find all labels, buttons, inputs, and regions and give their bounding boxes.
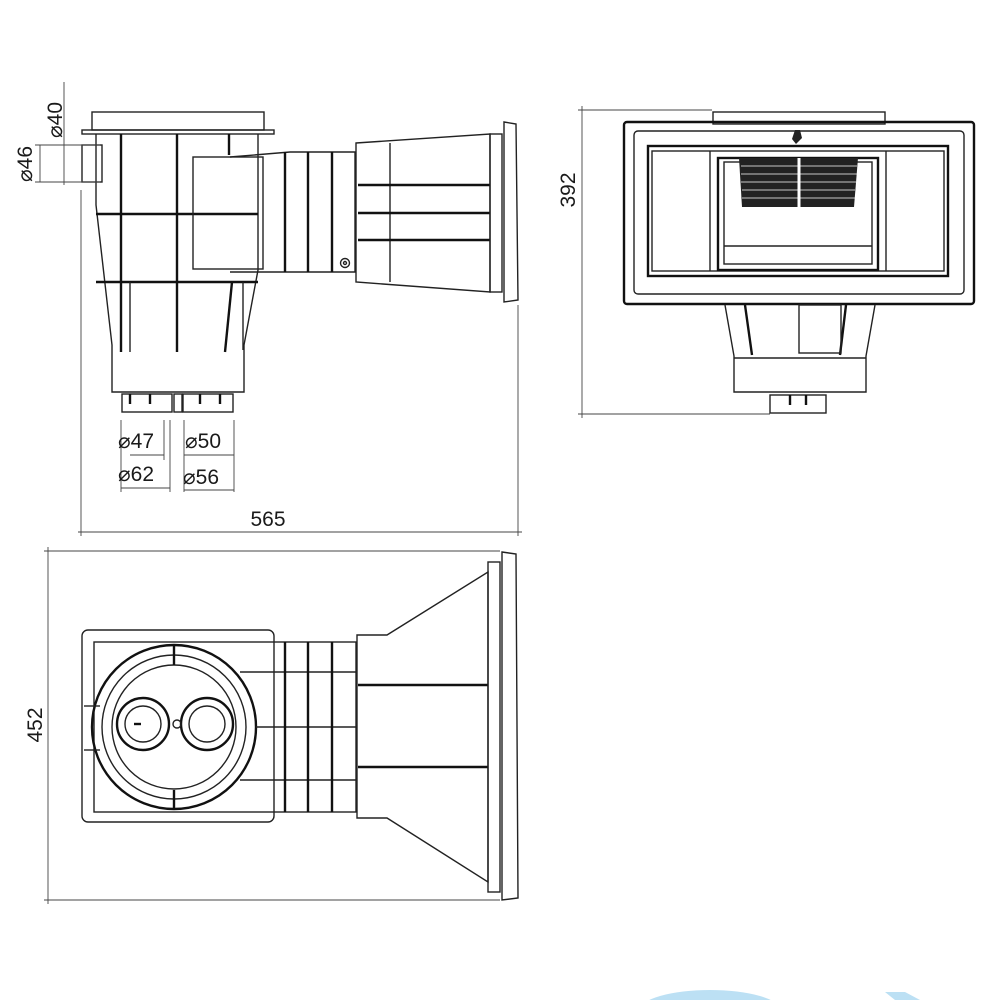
dim-overall-width: 565 xyxy=(250,508,285,531)
top-view xyxy=(81,551,519,901)
side-view-dimensions xyxy=(35,82,522,536)
dim-overall-height: 392 xyxy=(557,172,580,207)
dim-inlet-inner: ⌀40 xyxy=(44,102,67,138)
dim-bottom-left-inner: ⌀47 xyxy=(118,430,154,453)
dim-bottom-left-outer: ⌀62 xyxy=(118,463,154,486)
dim-inlet-outer: ⌀46 xyxy=(14,146,37,182)
dim-bottom-right-inner: ⌀50 xyxy=(185,430,221,453)
dim-overall-depth: 452 xyxy=(24,707,47,742)
watermark-logo xyxy=(649,990,920,1000)
front-view xyxy=(622,111,976,414)
front-view-dimensions xyxy=(578,106,770,418)
side-view xyxy=(81,111,519,413)
dim-bottom-right-outer: ⌀56 xyxy=(183,466,219,489)
top-view-dimensions xyxy=(44,547,500,904)
